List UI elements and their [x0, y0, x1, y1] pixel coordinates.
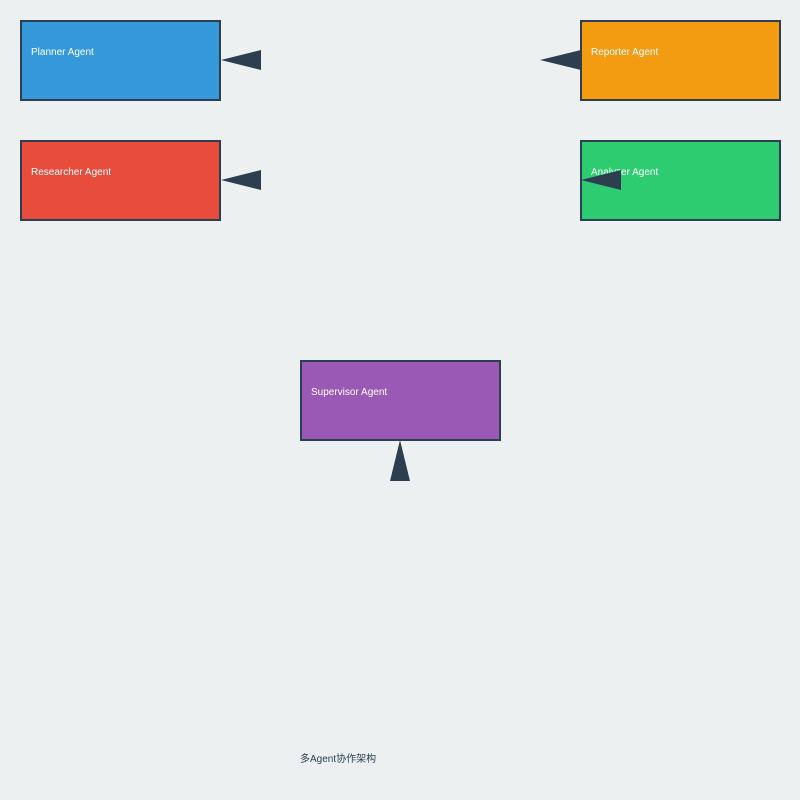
researcher-agent-label: Researcher Agent [31, 167, 112, 178]
supervisor-agent-label: Supervisor Agent [311, 387, 388, 398]
planner-agent-box: Planner Agent [20, 20, 221, 101]
analyzer-agent-label: Analyzer Agent [591, 167, 659, 178]
reporter-agent-box: Reporter Agent [580, 20, 781, 101]
researcher-agent-box: Researcher Agent [20, 140, 221, 221]
arrowhead-to-researcher [221, 170, 261, 190]
arrowhead-to-planner [221, 50, 261, 70]
planner-agent-label: Planner Agent [31, 47, 94, 58]
supervisor-agent-box: Supervisor Agent [300, 360, 501, 441]
reporter-agent-label: Reporter Agent [591, 47, 659, 58]
diagram-caption: 多Agent协作架构 [300, 754, 377, 765]
analyzer-agent-box: Analyzer Agent [580, 140, 781, 221]
arrowhead-to-reporter [540, 50, 581, 70]
arrowhead-to-supervisor [390, 440, 410, 481]
